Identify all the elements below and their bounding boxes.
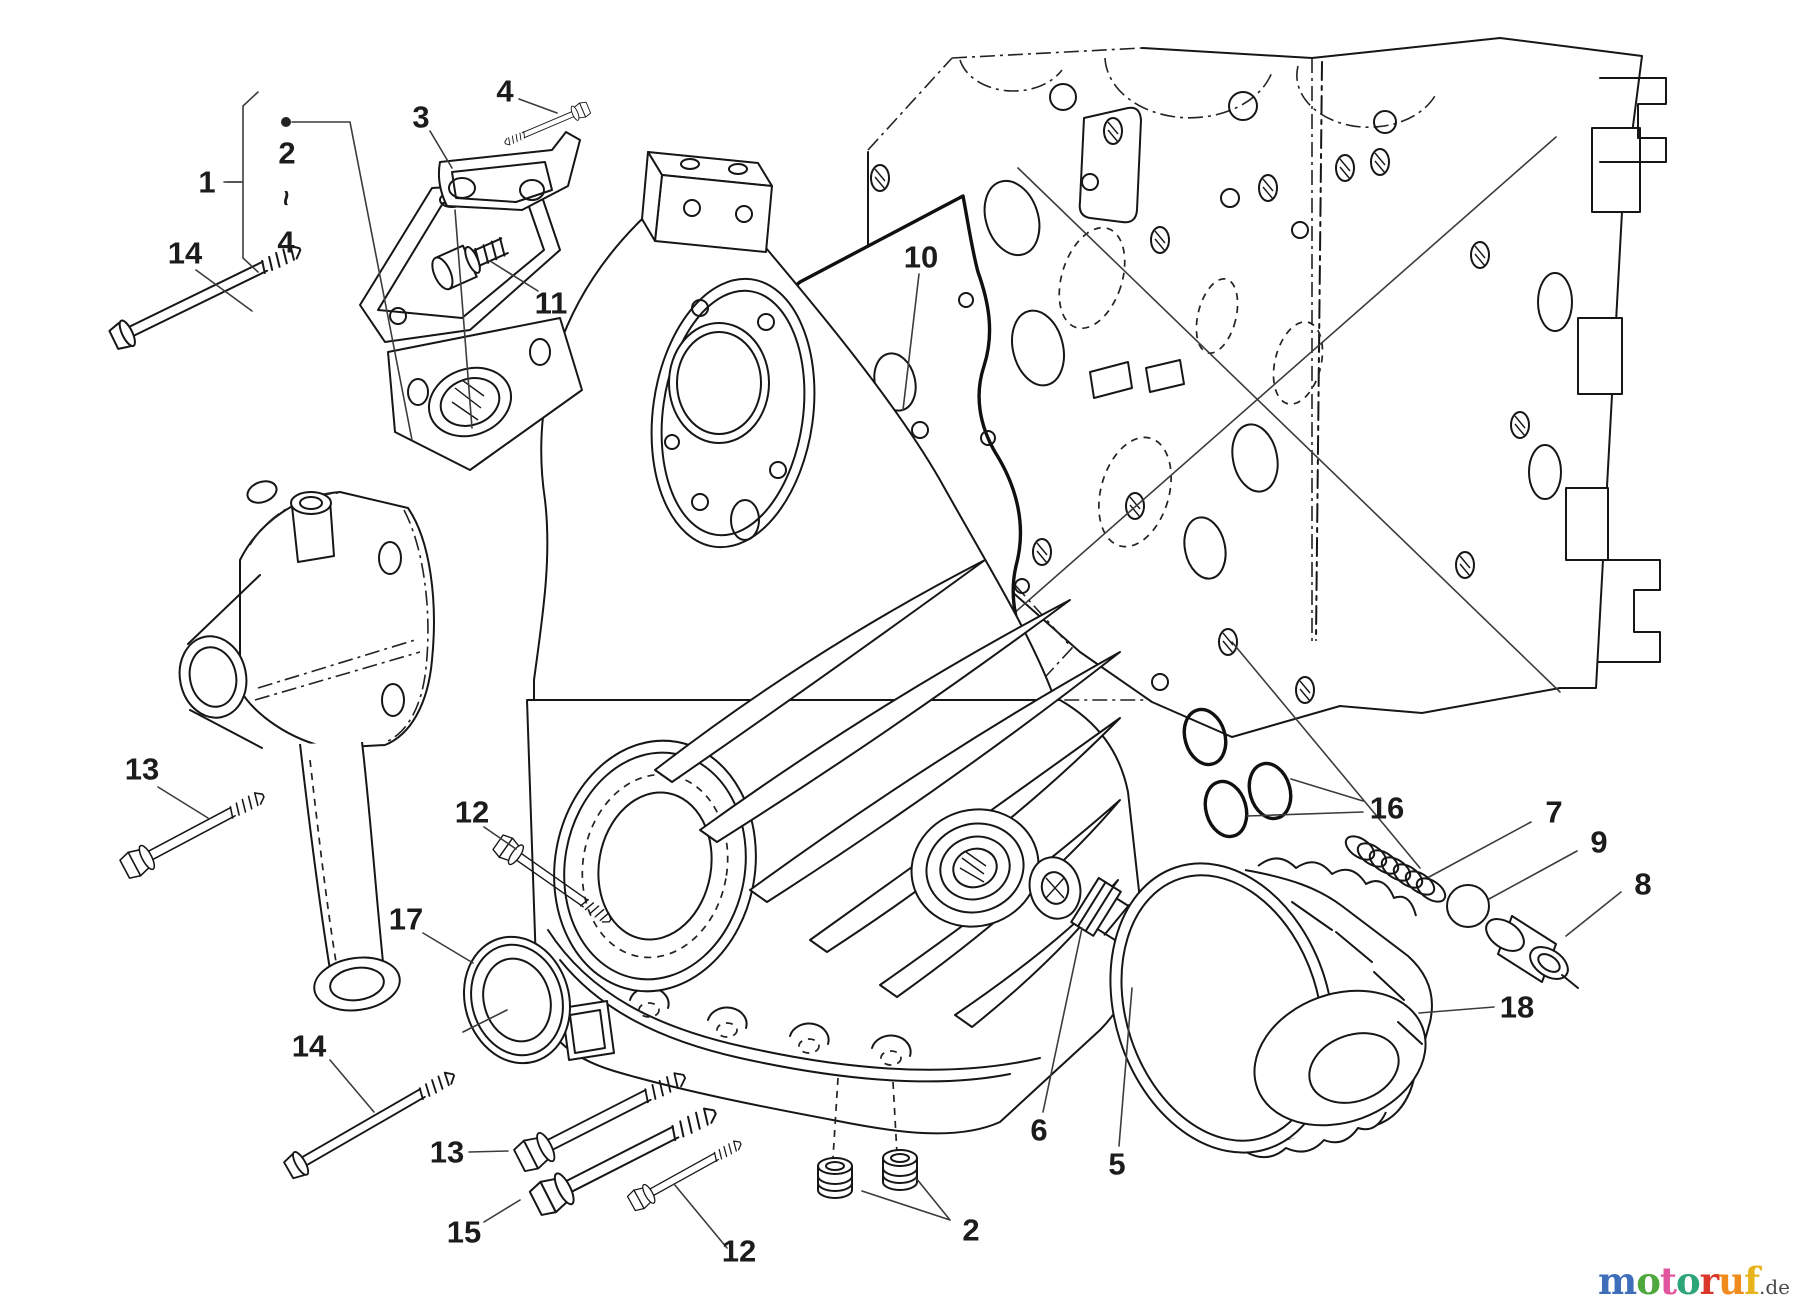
washer-6 <box>1028 856 1082 920</box>
logo-letter: t <box>1659 1259 1677 1303</box>
callout-4-range: 4 <box>277 224 295 260</box>
callout-9: 9 <box>1590 824 1608 860</box>
callout-2-bottom: 2 <box>962 1212 980 1248</box>
range-tilde: ~ <box>271 189 302 207</box>
callout-8: 8 <box>1634 866 1652 902</box>
callout-17: 17 <box>388 901 424 937</box>
logo-suffix: .de <box>1759 1275 1790 1299</box>
timing-gearcase-cover <box>359 151 1056 701</box>
logo-letter: o <box>1675 1259 1701 1303</box>
cover-ribs <box>654 559 1121 1028</box>
logo-letter: f <box>1744 1259 1760 1303</box>
plug-2b <box>882 1149 918 1191</box>
callout-13-bottom: 13 <box>429 1134 465 1170</box>
oil-filter-18 <box>1109 857 1433 1159</box>
callout-3: 3 <box>412 99 430 135</box>
callout-15: 15 <box>446 1214 482 1250</box>
bolt-15 <box>527 1095 724 1220</box>
plug-bolt-11 <box>431 236 509 291</box>
leader-lines <box>157 91 1622 1249</box>
plug-2a <box>817 1157 853 1199</box>
callout-10: 10 <box>903 239 939 275</box>
logo-letter: m <box>1598 1259 1637 1303</box>
o-rings-16 <box>1182 707 1293 839</box>
stud-14-top <box>106 235 308 354</box>
callout-7: 7 <box>1545 794 1563 830</box>
callout-14-bottom: 14 <box>291 1028 327 1064</box>
logo-letter: o <box>1636 1259 1661 1303</box>
callout-11: 11 <box>534 285 568 321</box>
relief-valve-parts <box>1344 835 1579 989</box>
water-pump <box>178 480 435 1012</box>
callout-6: 6 <box>1030 1112 1048 1148</box>
callout-14-top: 14 <box>167 235 203 271</box>
callout-13-left: 13 <box>124 751 160 787</box>
item-dot <box>281 117 291 127</box>
spring-7 <box>1344 835 1447 903</box>
bracket-part-3 <box>437 131 581 211</box>
callout-4: 4 <box>496 73 514 109</box>
ball-9 <box>1446 884 1490 928</box>
bolt-12-bottom <box>625 1133 747 1214</box>
callout-2-range: 2 <box>278 135 296 171</box>
bolt-13-left <box>117 783 271 882</box>
oil-seal-17 <box>462 935 572 1065</box>
piston-8 <box>1485 915 1579 989</box>
callout-18: 18 <box>1499 989 1535 1025</box>
callout-16: 16 <box>1369 790 1405 826</box>
callout-12-bottom: 12 <box>721 1233 757 1269</box>
motoruf-logo: motoruf.de <box>1598 1263 1790 1300</box>
logo-letter: r <box>1699 1259 1719 1303</box>
callout-1: 1 <box>198 164 216 200</box>
engine-block <box>860 37 1667 738</box>
callout-5: 5 <box>1108 1146 1126 1182</box>
callout-12-left: 12 <box>454 794 490 830</box>
lower-gearcase <box>526 559 1142 1159</box>
logo-letter: u <box>1718 1259 1745 1303</box>
